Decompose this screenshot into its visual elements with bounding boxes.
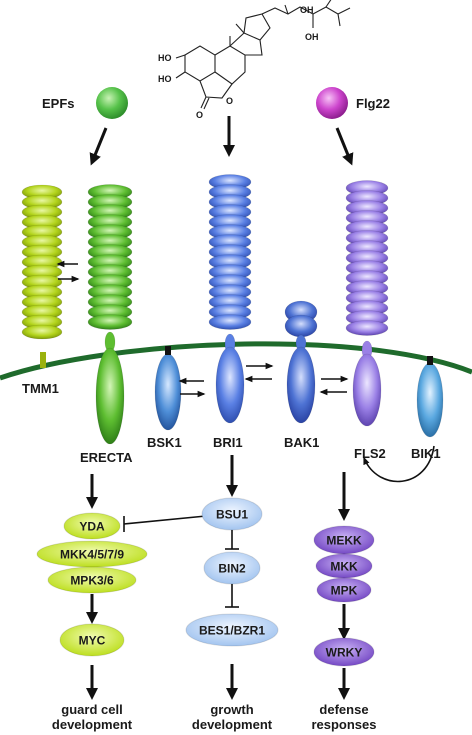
right-node-mpk xyxy=(316,577,372,603)
right-outcome-line1: defense xyxy=(319,702,368,717)
brassinosteroid-oh-2: OH xyxy=(305,32,319,42)
fls2-label: FLS2 xyxy=(354,446,386,461)
bsk1-membrane-anchor xyxy=(165,346,171,355)
right-node-wrky xyxy=(313,637,375,667)
left-node-mpk3-6 xyxy=(47,566,137,594)
left-node-yda xyxy=(63,512,121,540)
receptor-stacks xyxy=(21,174,444,445)
bsk1-label: BSK1 xyxy=(147,435,182,450)
left-node-myc-label: MYC xyxy=(79,633,106,647)
plasma-membrane xyxy=(0,341,472,381)
tmm1-label: TMM1 xyxy=(22,381,59,396)
bik1-membrane-anchor xyxy=(427,356,433,365)
erecta-extracellular-segment xyxy=(87,314,133,330)
tmm1-segment xyxy=(21,324,63,340)
middle-outcome-line1: growth xyxy=(210,702,253,717)
left-node-mkk4-5-7-9-label: MKK4/5/7/9 xyxy=(60,547,124,561)
brassinosteroid-o-carbonyl: O xyxy=(196,110,203,120)
right-outcome-line2: responses xyxy=(311,717,376,732)
middle-node-bsu1 xyxy=(201,497,263,531)
bak1-kinase-domain xyxy=(286,346,316,424)
middle-node-bin2 xyxy=(203,551,261,585)
erecta-kinase-domain xyxy=(95,347,125,445)
brassinosteroid-o-lactone: O xyxy=(226,96,233,106)
brassinosteroid-ho-2: HO xyxy=(158,74,172,84)
right-node-mpk-label: MPK xyxy=(331,583,358,597)
right-node-wrky-label: WRKY xyxy=(326,645,363,659)
fls2-kinase-domain xyxy=(352,353,382,427)
bak1-label: BAK1 xyxy=(284,435,319,450)
bri1-label: BRI1 xyxy=(213,435,243,450)
right-node-mekk-label: MEKK xyxy=(326,533,362,547)
downstream-arrows xyxy=(86,455,350,700)
middle-node-bes1-bzr1-label: BES1/BZR1 xyxy=(199,623,265,637)
left-node-mpk3-6-label: MPK3/6 xyxy=(70,573,114,587)
left-node-myc xyxy=(59,623,125,657)
bri1-extracellular-segment xyxy=(208,314,252,330)
ligand-arrows xyxy=(89,116,354,166)
middle-node-bes1-bzr1 xyxy=(185,613,279,647)
middle-outcome-line2: development xyxy=(192,717,273,732)
middle-node-bin2-label: BIN2 xyxy=(218,561,246,575)
flg22-ligand-ball xyxy=(316,87,348,119)
flg22-label: Flg22 xyxy=(356,96,390,111)
bak1-extracellular-2 xyxy=(284,314,318,338)
receptor-interaction-arrows xyxy=(56,260,435,483)
brassinosteroid-oh-1: OH xyxy=(300,5,314,15)
epfs-label: EPFs xyxy=(42,96,75,111)
bik1-label: BIK1 xyxy=(411,446,441,461)
epfs-ligand-ball xyxy=(96,87,128,119)
left-outcome-line2: development xyxy=(52,717,133,732)
brassinosteroid-ho-1: HO xyxy=(158,53,172,63)
middle-node-bsu1-label: BSU1 xyxy=(216,507,248,521)
left-outcome-line1: guard cell xyxy=(61,702,122,717)
right-node-mkk-label: MKK xyxy=(330,559,358,573)
left-node-yda-label: YDA xyxy=(79,519,105,533)
fls2-extracellular-segment xyxy=(345,320,389,336)
bri1-kinase-domain xyxy=(215,346,245,424)
bik1-kinase-domain xyxy=(416,362,444,438)
erecta-label: ERECTA xyxy=(80,450,133,465)
bsk1-kinase-domain xyxy=(154,353,182,431)
inhibition-marks xyxy=(123,515,239,608)
brassinosteroid-molecule xyxy=(175,0,351,110)
tmm1-membrane-anchor xyxy=(40,352,46,368)
